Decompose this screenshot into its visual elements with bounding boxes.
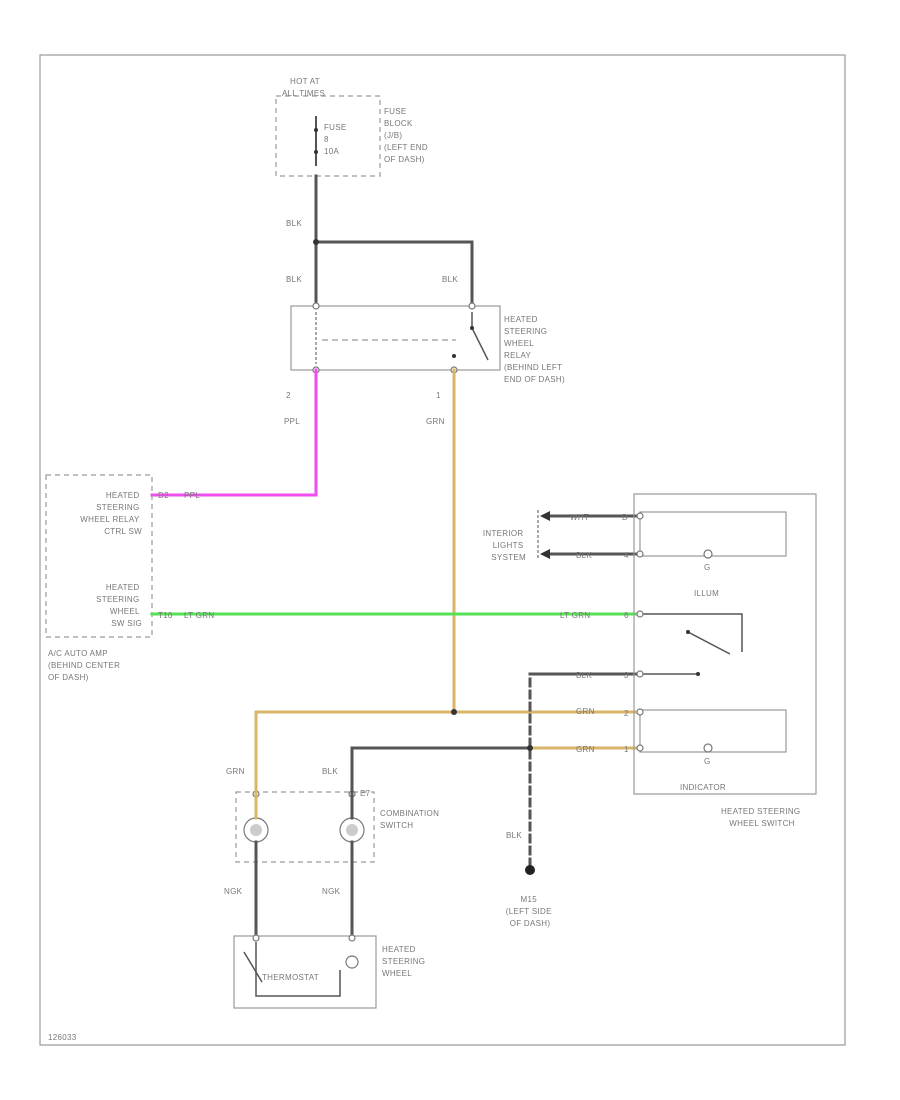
wire-label-blk-lights: BLK	[576, 551, 592, 560]
relay-pin-2-label: 2	[286, 391, 291, 400]
switch-arm	[687, 631, 731, 655]
switch-pin-4	[636, 550, 644, 558]
indicator-bulb-label: G	[704, 757, 711, 766]
wire-label-ngk-1: NGK	[224, 887, 243, 896]
relay-pin-top-right	[468, 302, 476, 310]
wire-label-grn-sw1: GRN	[576, 745, 595, 754]
fuse-terminal-bottom	[314, 150, 318, 154]
relay-pin-1-label: 1	[436, 391, 441, 400]
wire-label-blk-combo: BLK	[322, 767, 338, 776]
wire-label-wht: WHT	[570, 513, 589, 522]
wheel-name: HEATED STEERING WHEEL	[382, 945, 428, 978]
combo-switch-outline	[235, 791, 375, 863]
amp-pin-d2-label: D2	[158, 491, 169, 500]
wire-label-ltgrn-1: LT GRN	[184, 611, 214, 620]
wire-label-grn-1: GRN	[426, 417, 445, 426]
switch-pin-1-label: 1	[624, 745, 629, 754]
relay-contact-arm	[471, 327, 489, 361]
wire-label-ngk-2: NGK	[322, 887, 341, 896]
wire-label-ltgrn-2: LT GRN	[560, 611, 590, 620]
wire-label-ppl-2: PPL	[184, 491, 200, 500]
indicator-bulb	[703, 743, 713, 753]
wheel-pin-left	[252, 934, 260, 942]
figure-code: 126033	[48, 1033, 77, 1042]
splice-blk	[313, 239, 319, 245]
relay-pin-top-left	[312, 302, 320, 310]
switch-pin-1	[636, 744, 644, 752]
splice-blk-2	[527, 745, 533, 751]
switch-pin-3	[636, 670, 644, 678]
switch-outline	[633, 493, 817, 795]
switch-ground-terminal	[696, 672, 700, 676]
relay-outline	[290, 305, 501, 371]
relay-coil-terminal	[452, 354, 456, 358]
wire-label-blk-1: BLK	[286, 219, 302, 228]
switch-pin-6-label: 6	[624, 611, 629, 620]
thermostat-switch	[243, 951, 263, 983]
switch-pin-d-label: D	[622, 513, 628, 522]
wire-label-ppl-1: PPL	[284, 417, 300, 426]
switch-pin-2-label: 2	[624, 709, 629, 718]
wire-blk-ground-dashed	[528, 672, 642, 868]
wire-label-blk-ground: BLK	[506, 831, 522, 840]
switch-pin-d	[636, 512, 644, 520]
wire-label-blk-3: BLK	[442, 275, 458, 284]
hot-label-1: HOT AT	[290, 77, 320, 86]
switch-name: HEATED STEERING WHEEL SWITCH	[721, 807, 803, 828]
amp-pin-t10-label: T10	[158, 611, 173, 620]
wire-label-grn-2: GRN	[576, 707, 595, 716]
interior-lights-name: INTERIOR LIGHTS SYSTEM	[483, 529, 526, 562]
relay-name: HEATED STEERING WHEEL RELAY (BEHIND LEFT…	[504, 315, 565, 384]
ground-name: M15 (LEFT SIDE OF DASH)	[506, 895, 555, 928]
switch-contact-line	[640, 613, 743, 652]
splice-grn	[451, 709, 457, 715]
switch-pin-2	[636, 708, 644, 716]
wire-label-blk-2: BLK	[286, 275, 302, 284]
wheel-outline	[233, 935, 377, 1009]
combo-switch-name: COMBINATION SWITCH	[380, 809, 442, 830]
ac-amp-outline	[45, 474, 153, 638]
wire-blk-combo-to-switch	[350, 746, 642, 792]
switch-pin-6	[636, 610, 644, 618]
wheel-pin-right	[348, 934, 356, 942]
ground-point	[525, 865, 535, 875]
diagram-frame	[39, 54, 846, 1046]
amp-relay-ctrl-sw: HEATED STEERING WHEEL RELAY CTRL SW	[80, 491, 142, 536]
wire-ppl-relay-to-amp	[150, 368, 318, 497]
fuse-terminal-top	[314, 128, 318, 132]
fuse-block-name: FUSE BLOCK (J/B) (LEFT END OF DASH)	[384, 107, 430, 164]
illum-bulb-label: G	[704, 563, 711, 572]
wheel-heater-coil	[345, 955, 359, 969]
relay-contact-pivot	[470, 326, 474, 330]
switch-lamp-illum	[639, 511, 787, 557]
illum-bulb	[703, 549, 713, 559]
lights-arrow-1	[540, 511, 550, 521]
wheel-heater-element	[255, 942, 341, 997]
lights-arrow-2	[540, 549, 550, 559]
switch-indicator-label: INDICATOR	[680, 783, 726, 792]
switch-lamp-indicator	[639, 709, 787, 753]
switch-pin-3-label: 3	[624, 671, 629, 680]
wire-blk-splice-to-relay	[314, 240, 474, 308]
amp-wheel-sw-sig: HEATED STEERING WHEEL SW SIG	[96, 583, 142, 628]
hot-label-2: ALL TIMES	[282, 89, 325, 98]
switch-pivot	[686, 630, 690, 634]
switch-illum-label: ILLUM	[694, 589, 719, 598]
wire-grn-combo-to-switch	[254, 710, 642, 782]
fuse-text: FUSE 8 10A	[324, 123, 349, 156]
combo-contact-left-core	[250, 824, 262, 836]
combo-contact-right-core	[346, 824, 358, 836]
wire-label-grn-3: GRN	[226, 767, 245, 776]
wire-label-blk-sw3: BLK	[576, 671, 592, 680]
combo-pin-label: E7	[360, 789, 371, 798]
ac-amp-name: A/C AUTO AMP (BEHIND CENTER OF DASH)	[48, 649, 123, 682]
fuse-block-outline	[275, 95, 381, 177]
switch-pin-4-label: 4	[624, 551, 629, 560]
thermostat-label: THERMOSTAT	[262, 973, 319, 982]
